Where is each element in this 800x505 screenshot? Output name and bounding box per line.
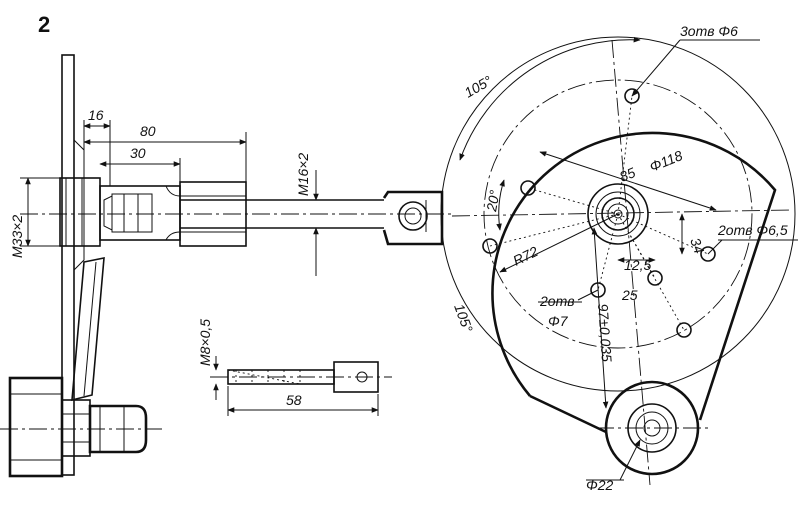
knob-assembly (0, 376, 162, 478)
dimension-label-holes7b: Φ7 (548, 313, 569, 329)
dimension-label-d34: 34 (687, 236, 707, 256)
shaft-assembly (20, 177, 455, 247)
vertical-plate (61, 54, 85, 476)
figure-number: 2 (38, 12, 50, 37)
dimensions-left: 16 80 30 M33×2 M16×2 (9, 107, 319, 276)
dimension-label-d80: 80 (140, 123, 156, 139)
lever-arm (71, 257, 105, 402)
dimension-label-d118: Φ118 (647, 147, 685, 175)
dimension-label-holes7a: 2отв (539, 293, 575, 309)
screw-part: M8×0,5 58 (197, 319, 392, 416)
dimension-label-holes6: 3отв Φ6 (680, 23, 738, 39)
dimension-label-r72: R72 (510, 243, 540, 269)
dimension-label-d22: Φ22 (586, 477, 614, 493)
dimension-label-d30: 30 (130, 145, 146, 161)
dimension-label-d125: 12,5 (624, 257, 651, 273)
cam-plate (440, 36, 796, 486)
dimension-label-m8: M8×0,5 (197, 319, 213, 366)
dimension-label-a20: 20° (483, 188, 503, 213)
dimension-label-m16: M16×2 (295, 153, 311, 196)
dimension-label-m33: M33×2 (9, 215, 25, 258)
dimension-label-d85: 85 (617, 164, 638, 185)
dimension-label-d16: 16 (88, 107, 104, 123)
dimension-label-a105_bot: 105° (451, 302, 476, 335)
dimension-label-d25: 25 (621, 287, 638, 303)
dimension-label-a105_top: 105° (462, 72, 495, 101)
dimension-label-holes65: 2отв Φ6,5 (717, 222, 788, 238)
dimension-label-d58: 58 (286, 392, 302, 408)
dimension-label-d97: 97±0,035 (595, 303, 615, 362)
dimensions-cam: 105° 105° 20° 3отв Φ6 85 Φ118 2отв Φ6,5 … (451, 23, 798, 493)
